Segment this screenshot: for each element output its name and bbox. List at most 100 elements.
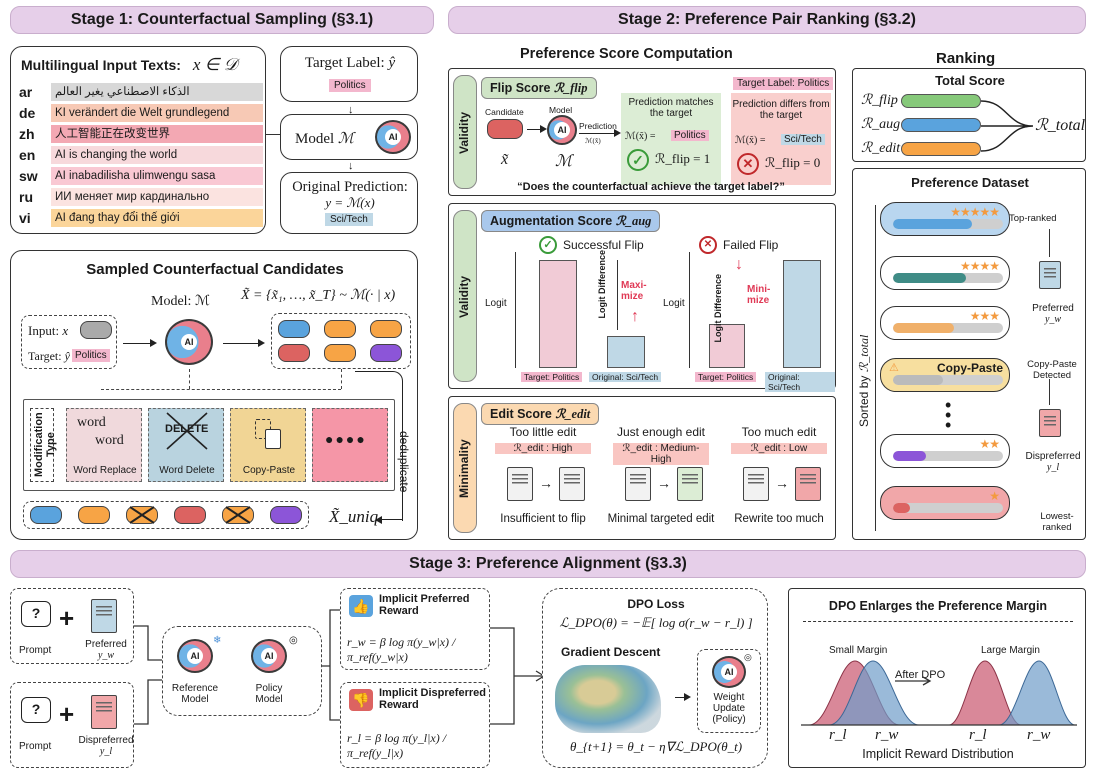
uniq-pill [78,506,110,524]
language-row: ar الذكاء الاصطناعي يغير العالم [19,83,263,102]
policy-model-label: Policy Model [255,683,283,705]
uniq-pill-removed [222,506,254,524]
orig-tag: Original: Sci/Tech [589,372,662,382]
input-label: Input: x [28,323,69,338]
ranked-candidate: ⚠Copy-Paste [880,358,1010,392]
up-arrow-icon: ↑ [631,308,639,325]
modification-type-label-box: Modification Type [30,408,57,482]
dedup-line [355,371,403,521]
total-math: ℛ_total [1035,117,1086,134]
arrow-to-candidates [223,339,265,347]
star-rating-icon: ★★ [979,437,999,451]
after-dpo-label: After DPO [895,669,946,681]
merge-arrows [980,100,1034,152]
connector-line [266,134,280,135]
arrow [675,693,691,701]
edit-case-foot: Rewrite too much [734,513,824,525]
word-icon: word [95,433,124,448]
sorted-by-label: Sorted by ℛ_total [857,334,871,427]
dashed-connector [101,389,341,390]
question-bubble-icon: ? [21,697,51,723]
arrow-icon: → [539,475,553,491]
target-tag: Target: Politics [521,372,583,382]
uniq-arrow [377,519,403,520]
total-input-bar [901,142,981,156]
uniq-pill [270,506,302,524]
edit-case-head: Just enough edit [616,425,706,439]
implicit-dispref-eq: r_l = β log π(y_l|x) / π_ref(y_l|x) [347,731,447,760]
star-rating-icon: ★ [989,489,1000,503]
reward-connectors [490,627,546,725]
cand-math: X̃ = {x̃₁, …, x̃_T} ~ ℳ(· | x) [241,288,396,303]
deduplicate-label: deduplicate [397,431,411,493]
language-code: ar [19,84,33,100]
input-connectors [134,625,162,725]
cross-icon: ✕ [699,236,717,254]
models-box: ❄ Reference Model ◎ Policy Model [162,626,322,716]
total-input-row: ℛ_flip [861,91,981,111]
ref-model-label: Reference Model [171,683,219,705]
implicit-pref-eq: r_w = β log π(y_w|x) / π_ref(y_w|x) [347,635,456,664]
failed-label: Failed Flip [723,238,779,252]
edit-case-head: Too much edit [741,425,817,439]
sorted-axis [875,205,876,531]
down-arrow-2: ↓ [348,160,354,172]
check-icon: ✓ [627,149,649,171]
edit-score-title: Edit Score ℛ_edit [481,403,600,425]
orig-pred-title: Original Prediction: [292,179,408,195]
target-icon: ◎ [744,652,752,662]
target-label-panel: Target Label: ŷ Politics [280,46,418,102]
modification-type-label: Modification Type [33,412,57,478]
stage2-header: Stage 2: Preference Pair Ranking (§3.2) [448,6,1086,34]
candidate-pill [370,320,402,338]
document-icon [677,467,703,501]
target-label-badge: Politics [329,79,371,92]
dist-label: Implicit Reward Distribution [862,747,1014,761]
prediction-math: ℳ(x̃) [585,137,601,145]
dashed-connector [189,369,190,389]
rw-label: r_w [875,727,899,743]
ellipsis-icon: ••• [945,395,952,435]
candidate-pill [370,344,402,362]
candidate-pill [278,344,310,362]
language-text: 人工智能正在改变世界 [51,125,263,143]
large-margin-label: Large Margin [981,645,1040,656]
language-code: de [19,105,36,121]
dpo-eq: ℒ_DPO(θ) = −𝔼[ log σ(r_w − r_l) ] [559,615,753,630]
small-margin-label: Small Margin [829,645,888,656]
down-arrow-icon: ↓ [735,256,743,273]
differ-eq: ℳ(x̃) = [735,135,766,146]
thumbs-down-icon: 👎 [349,689,373,711]
input-target-box: Input: x Target: ŷ Politics [21,315,117,369]
language-text: الذكاء الاصطناعي يغير العالم [51,83,263,101]
edit-case-score: ℛ_edit : Medium-High [613,443,709,465]
grad-desc-title: Gradient Descent [561,645,661,659]
ranked-candidate: ★ [880,486,1010,520]
ranked-candidate: ★★★★★ [880,202,1010,236]
model-connectors [322,609,340,721]
more-icon: ●●●● [325,431,367,447]
document-icon [91,695,117,729]
arrow [527,125,547,133]
connector [1049,379,1050,405]
prompt-label: Prompt [19,741,52,752]
language-text: KI verändert die Welt grundlegend [51,104,263,122]
margin-arrow [803,621,1073,622]
edit-case-foot: Insufficient to flip [500,513,586,525]
score-bar [893,503,1003,513]
target-label-tag: Target Label: Politics [733,77,834,90]
target-icon: ◎ [289,635,298,646]
language-code: vi [19,210,31,226]
plus-icon: + [59,699,75,729]
ai-brain-icon [375,120,411,154]
